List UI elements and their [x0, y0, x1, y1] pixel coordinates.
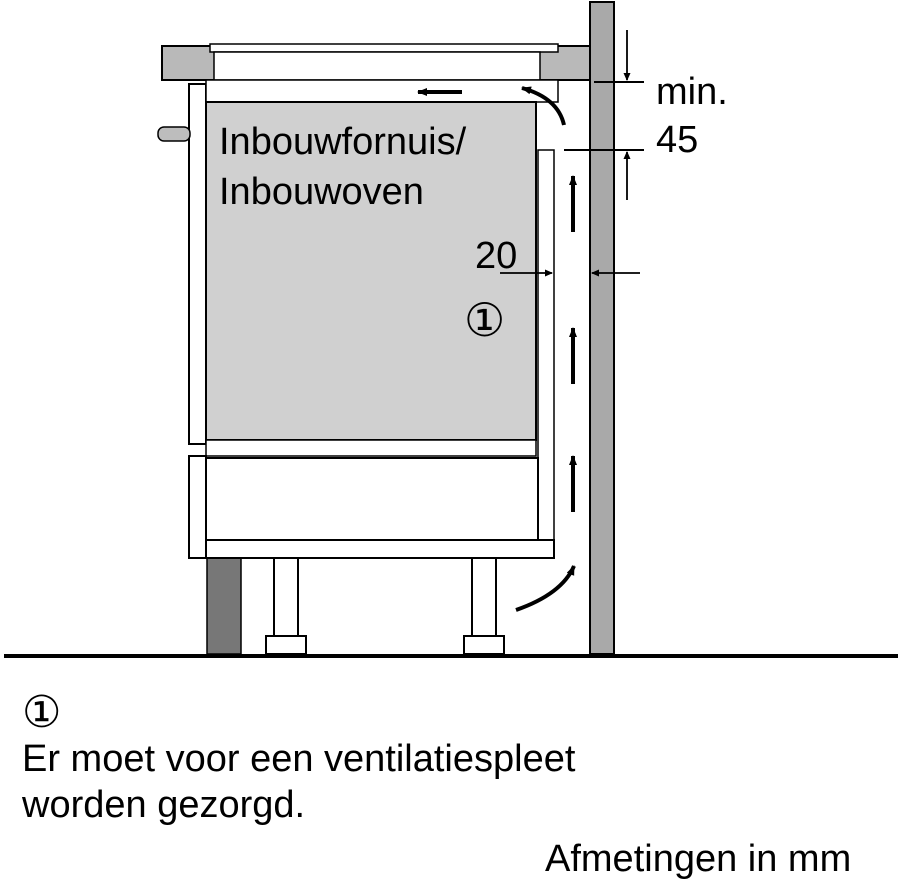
- cabinet-back-panel: [537, 149, 555, 541]
- airflow-curve-bottom: [515, 565, 576, 612]
- foot-left: [273, 557, 299, 639]
- foot-right-base: [463, 635, 505, 655]
- side-gap-value: 20: [475, 235, 517, 277]
- dark-side-panel: [206, 557, 242, 655]
- oven-label-line2: Inbouwoven: [219, 171, 424, 213]
- caption-line1: Er moet voor een ventilatiespleet: [22, 738, 576, 780]
- drawer-front: [205, 457, 539, 541]
- oven-label-line1: Inbouwfornuis/: [219, 121, 467, 163]
- cabinet-left-side: [188, 83, 207, 445]
- foot-right: [471, 557, 497, 639]
- hob-glass: [209, 43, 559, 53]
- cabinet-lower-left-side: [188, 455, 207, 559]
- caption-line2: worden gezorgd.: [22, 784, 306, 826]
- cabinet-base: [205, 539, 555, 559]
- caption-marker: ①: [22, 688, 62, 737]
- foot-left-base: [265, 635, 307, 655]
- oven-divider-strip: [205, 439, 537, 457]
- gap-min-value: 45: [656, 119, 698, 161]
- oven-body: [205, 101, 537, 441]
- hob-body: [213, 51, 541, 81]
- airflow-curve-top: [521, 86, 566, 126]
- callout-marker: ①: [464, 294, 505, 346]
- gap-min-label: min.: [656, 71, 728, 113]
- caption: ① Er moet voor een ventilatiespleet word…: [22, 690, 575, 828]
- units-note: Afmetingen in mm: [545, 838, 852, 880]
- top-rail: [205, 79, 559, 103]
- rear-wall: [589, 1, 615, 655]
- oven-knob: [157, 126, 191, 142]
